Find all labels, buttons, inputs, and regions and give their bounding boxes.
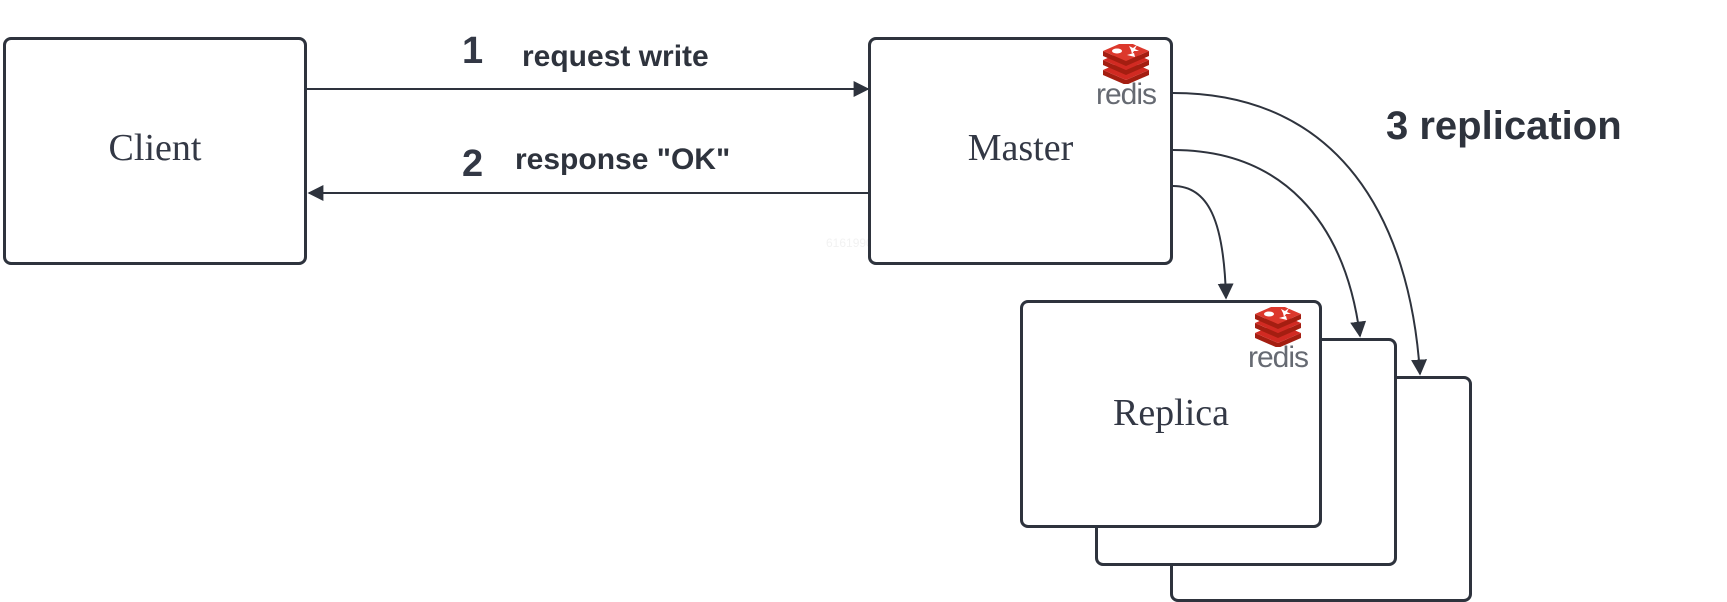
client-label: Client [108,127,202,169]
master-label: Master [967,127,1074,169]
replication-label: 3 replication [1386,104,1622,148]
client-node[interactable]: Client [3,37,307,265]
redis-wordmark: redis [1095,78,1157,111]
redis-stack-icon [1103,44,1149,84]
redis-logo-replica: redis [1241,307,1315,377]
replica-label: Replica [1112,392,1230,434]
redis-wordmark: redis [1247,341,1309,374]
redis-logo: redis [1089,44,1163,114]
redis-stack-icon [1255,307,1301,347]
response-label: response "OK" [515,143,731,176]
request-label: request write [522,40,709,73]
response-step-number: 2 [462,143,484,185]
master-node[interactable]: Master redis [868,37,1173,265]
replica-node-front[interactable]: Replica redis [1020,300,1322,528]
watermark-text: 6161990 [826,236,873,250]
replication-arrow-1 [1172,185,1234,300]
replication-arrow-3 [1172,92,1428,376]
request-step-number: 1 [462,30,484,72]
replication-arrow-2 [1172,149,1367,338]
